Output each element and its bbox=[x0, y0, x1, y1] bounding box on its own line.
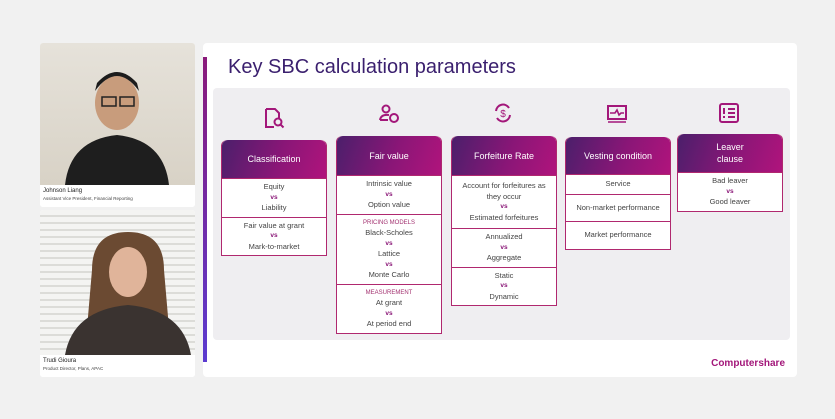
vs-label: vs bbox=[385, 239, 393, 247]
person-silhouette-icon bbox=[65, 232, 191, 355]
vs-label: vs bbox=[500, 203, 508, 210]
card-header: Vesting condition bbox=[566, 137, 670, 174]
monitor-pulse-icon bbox=[607, 105, 627, 123]
dollar-cycle-icon: $ bbox=[495, 103, 511, 123]
participant-tile: Trudi Gioura Product Director, Plans, AP… bbox=[40, 210, 195, 377]
checklist-icon bbox=[719, 103, 739, 123]
vs-label: vs bbox=[270, 232, 278, 239]
option: Bad leaver bbox=[712, 176, 748, 185]
card-cell: Non-market performance bbox=[566, 193, 670, 222]
option: Market performance bbox=[584, 230, 652, 239]
presentation-slide: Key SBC calculation parameters $ Classif… bbox=[203, 43, 797, 377]
option: Equity bbox=[263, 182, 285, 191]
participant-tile: Johnson Liang Assistant Vice President, … bbox=[40, 43, 195, 207]
option: Mark-to-market bbox=[248, 241, 300, 251]
slide-title: Key SBC calculation parameters bbox=[228, 56, 516, 78]
option: Good leaver bbox=[709, 197, 751, 206]
vs-label: vs bbox=[385, 190, 393, 198]
option: Account for forfeitures as they occur bbox=[462, 181, 546, 201]
computershare-logo: Computershare bbox=[711, 358, 785, 369]
option: Aggregate bbox=[486, 253, 522, 262]
participant-role: Assistant Vice President, Financial Repo… bbox=[43, 196, 133, 201]
option: Service bbox=[605, 179, 631, 188]
card-header: Leaver clause bbox=[678, 134, 782, 172]
option: Lattice bbox=[377, 249, 401, 258]
option: Intrinsic value bbox=[366, 179, 412, 188]
video-feed bbox=[40, 210, 195, 355]
svg-text:$: $ bbox=[500, 109, 506, 120]
accent-bar bbox=[203, 57, 207, 362]
option: Static bbox=[494, 270, 514, 280]
video-feed bbox=[40, 43, 195, 185]
option: Liability bbox=[261, 203, 287, 212]
card-header: Classification bbox=[222, 140, 326, 178]
option: Estimated forfeitures bbox=[469, 212, 539, 222]
card-cell: Market performance bbox=[566, 221, 670, 249]
participant-name: Trudi Gioura bbox=[43, 358, 77, 364]
vs-label: vs bbox=[500, 243, 508, 251]
vs-label: vs bbox=[385, 260, 393, 268]
vs-label: vs bbox=[270, 193, 278, 201]
participant-name: Johnson Liang bbox=[43, 188, 83, 194]
document-search-icon bbox=[265, 108, 285, 129]
option: Monte Carlo bbox=[368, 270, 410, 279]
option: Dynamic bbox=[489, 291, 519, 301]
vs-label: vs bbox=[385, 309, 393, 317]
card-vesting-condition: Vesting condition Service Non-market per… bbox=[565, 137, 671, 250]
participant-role: Product Director, Plans, APAC bbox=[43, 366, 104, 371]
card-header: Forfeiture Rate bbox=[452, 136, 556, 175]
vs-label: vs bbox=[726, 187, 734, 195]
card-forfeiture-rate: Forfeiture Rate Account for forfeitures … bbox=[451, 136, 557, 306]
option: Annualized bbox=[485, 232, 523, 241]
card-cell: Service bbox=[566, 174, 670, 194]
vs-label: vs bbox=[500, 282, 508, 289]
card-header: Fair value bbox=[337, 136, 441, 175]
option: Fair value at grant bbox=[243, 220, 305, 230]
caption: Trudi Gioura Product Director, Plans, AP… bbox=[40, 355, 195, 377]
option: Black-Scholes bbox=[365, 228, 413, 237]
option: At period end bbox=[366, 319, 412, 328]
section-label: PRICING MODELS bbox=[362, 219, 415, 226]
card-cell: MEASUREMENT At grant vs At period end bbox=[337, 283, 441, 333]
option: Option value bbox=[367, 200, 411, 209]
section-label: MEASUREMENT bbox=[365, 289, 413, 296]
person-cube-icon bbox=[379, 104, 399, 123]
option: At grant bbox=[375, 298, 403, 307]
caption: Johnson Liang Assistant Vice President, … bbox=[40, 185, 195, 207]
person-silhouette-icon bbox=[65, 72, 169, 185]
option: Non-market performance bbox=[576, 202, 660, 212]
